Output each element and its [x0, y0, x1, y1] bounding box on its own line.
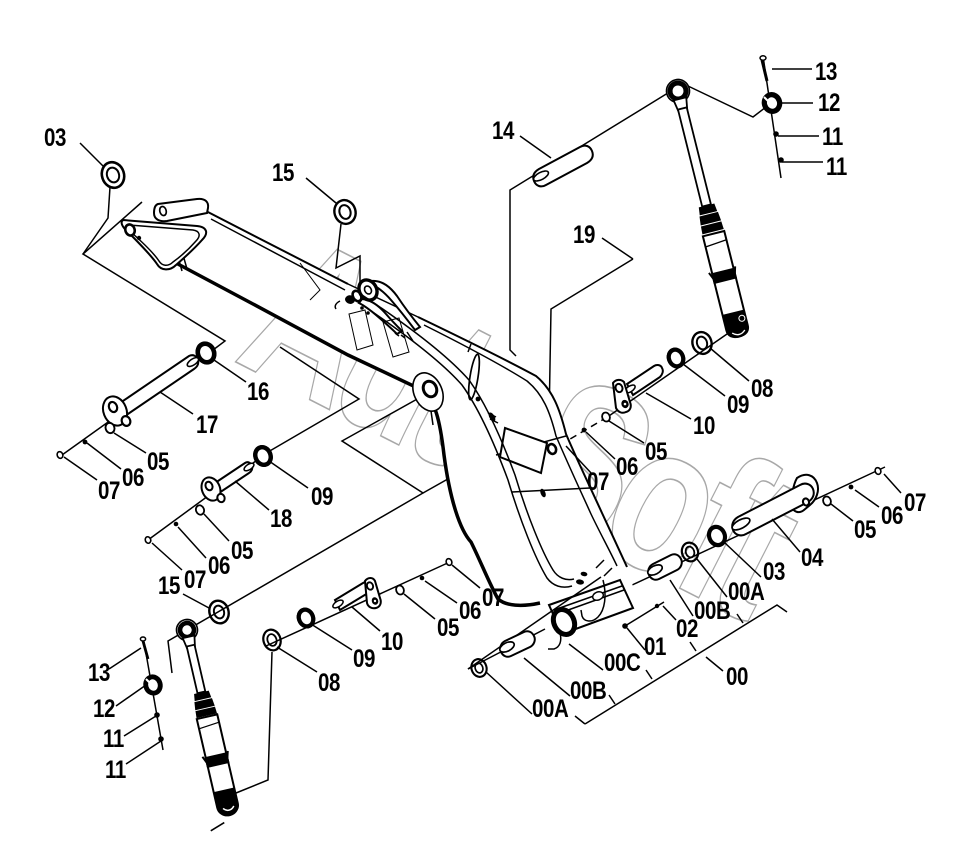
svg-text:05: 05: [437, 613, 460, 641]
svg-text:00C: 00C: [604, 648, 640, 676]
svg-text:16: 16: [247, 377, 269, 405]
svg-text:10: 10: [693, 411, 715, 439]
svg-text:08: 08: [751, 374, 774, 402]
svg-text:07: 07: [904, 488, 926, 516]
svg-text:05: 05: [645, 437, 668, 465]
svg-text:19: 19: [573, 220, 595, 248]
svg-text:11: 11: [105, 755, 127, 783]
svg-text:15: 15: [272, 158, 295, 186]
svg-text:09: 09: [727, 390, 749, 418]
svg-text:06: 06: [459, 596, 481, 624]
svg-text:09: 09: [353, 644, 375, 672]
svg-text:13: 13: [88, 658, 110, 686]
svg-text:12: 12: [93, 694, 115, 722]
svg-text:07: 07: [98, 476, 120, 504]
svg-text:05: 05: [231, 536, 254, 564]
svg-text:06: 06: [881, 501, 903, 529]
svg-text:03: 03: [44, 123, 66, 151]
svg-text:03: 03: [763, 557, 785, 585]
svg-text:01: 01: [644, 632, 667, 660]
svg-text:15: 15: [158, 571, 181, 599]
svg-text:11: 11: [103, 724, 125, 752]
svg-text:07: 07: [184, 565, 206, 593]
svg-text:05: 05: [854, 515, 877, 543]
svg-text:08: 08: [318, 668, 341, 696]
svg-text:05: 05: [147, 447, 170, 475]
svg-text:00A: 00A: [532, 694, 568, 722]
svg-text:09: 09: [311, 482, 333, 510]
svg-text:06: 06: [616, 452, 638, 480]
svg-text:07: 07: [482, 583, 504, 611]
svg-text:10: 10: [381, 627, 403, 655]
svg-text:07: 07: [587, 467, 609, 495]
svg-text:00A: 00A: [728, 577, 764, 605]
svg-text:12: 12: [818, 88, 840, 116]
svg-text:14: 14: [492, 116, 515, 144]
svg-text:06: 06: [208, 551, 230, 579]
svg-text:06: 06: [122, 463, 144, 491]
svg-text:00B: 00B: [694, 596, 730, 624]
svg-text:13: 13: [815, 57, 837, 85]
svg-text:11: 11: [822, 122, 844, 150]
svg-text:04: 04: [801, 543, 824, 571]
svg-text:02: 02: [676, 614, 698, 642]
svg-text:00: 00: [726, 662, 748, 690]
svg-text:18: 18: [270, 504, 293, 532]
svg-text:00B: 00B: [570, 676, 606, 704]
svg-text:11: 11: [826, 152, 848, 180]
svg-text:17: 17: [196, 410, 218, 438]
